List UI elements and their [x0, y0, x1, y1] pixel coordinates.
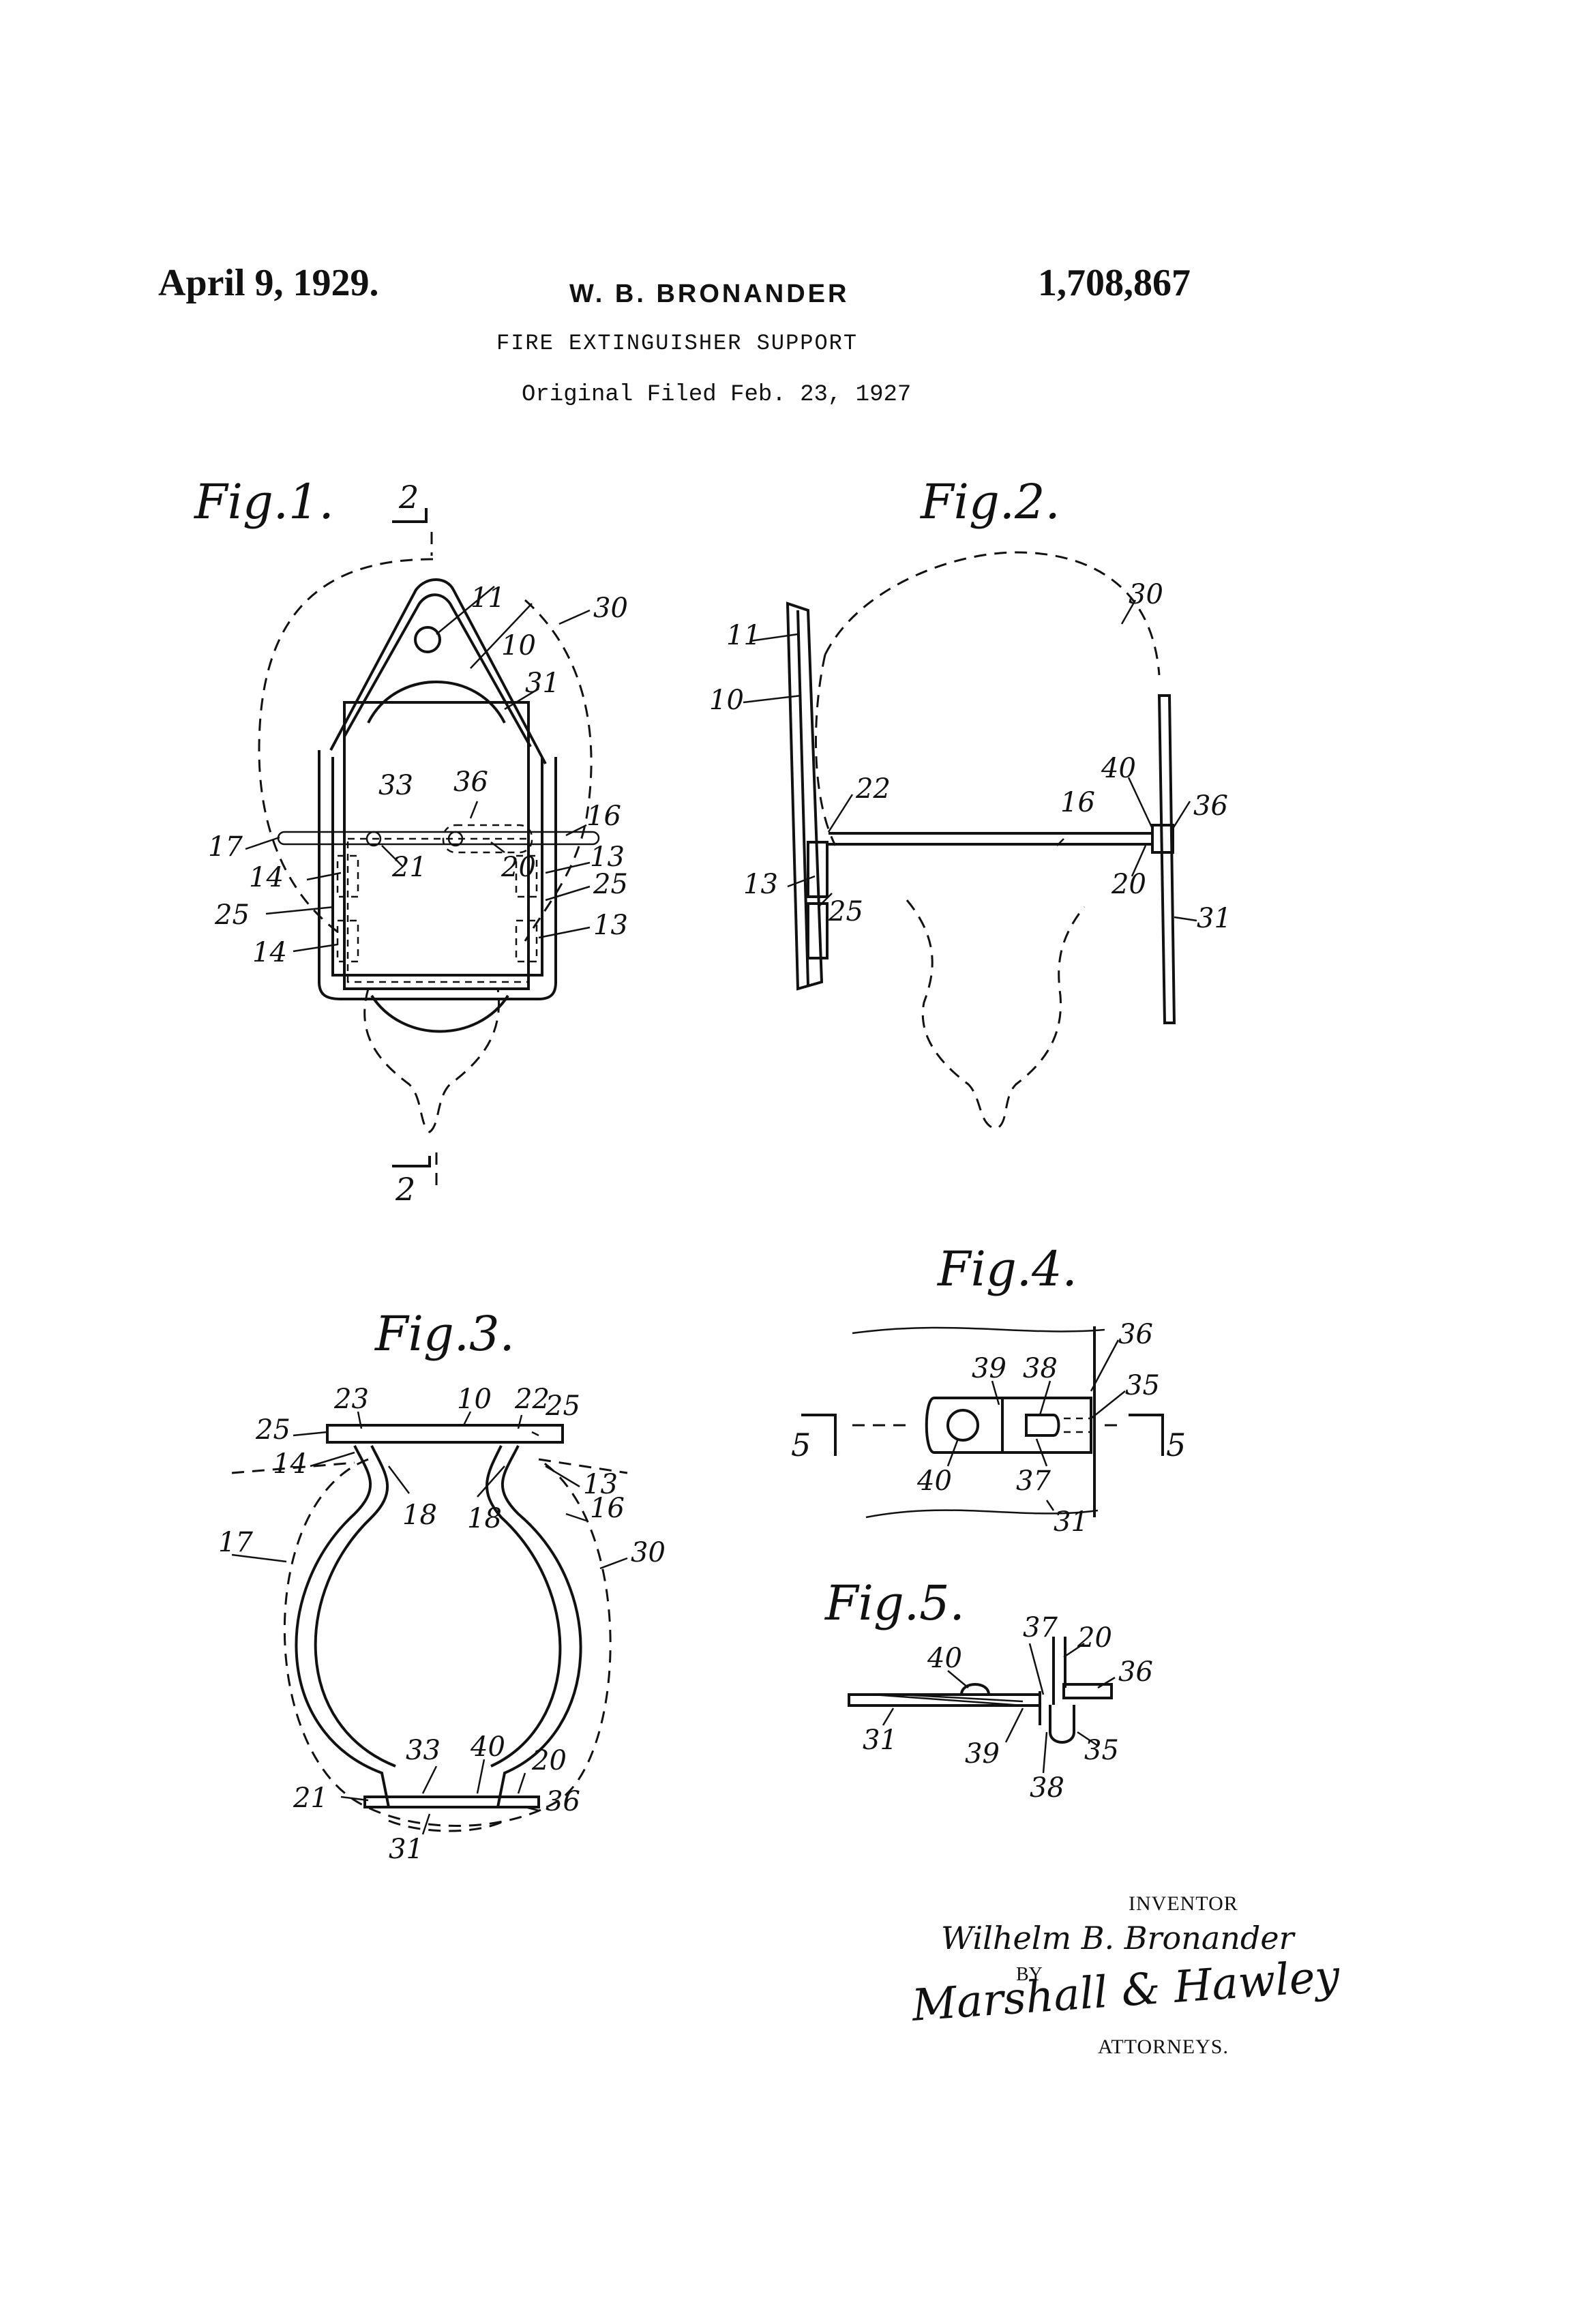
- svg-text:35: 35: [1125, 1370, 1160, 1401]
- svg-text:20: 20: [531, 1745, 567, 1776]
- svg-text:17: 17: [208, 831, 243, 863]
- patent-date: April 9, 1929.: [158, 262, 379, 304]
- svg-text:31: 31: [1197, 903, 1232, 934]
- section-mark-bottom: [392, 1156, 431, 1167]
- svg-text:36: 36: [453, 766, 488, 798]
- svg-text:40: 40: [470, 1731, 505, 1763]
- figure-3-title: Fig.3.: [374, 1306, 515, 1362]
- svg-text:31: 31: [525, 668, 560, 699]
- svg-text:31: 31: [389, 1834, 423, 1865]
- inventor-label: INVENTOR: [1129, 1892, 1238, 1915]
- svg-text:36: 36: [546, 1786, 580, 1817]
- figure-5-title: Fig.5.: [824, 1575, 965, 1631]
- svg-text:16: 16: [586, 801, 621, 832]
- figure-1: Fig.1. 2 2 11: [193, 474, 628, 1208]
- svg-text:31: 31: [863, 1725, 897, 1756]
- svg-text:38: 38: [1023, 1353, 1058, 1384]
- svg-text:18: 18: [467, 1503, 502, 1534]
- svg-text:14: 14: [252, 937, 287, 968]
- figure-3: Fig.3. 23 10 22 25 25 13 14 18 18 16 17 …: [218, 1306, 666, 1865]
- filing-date: Original Filed Feb. 23, 1927: [522, 382, 912, 408]
- svg-text:5: 5: [1166, 1427, 1186, 1463]
- svg-text:16: 16: [590, 1493, 625, 1524]
- svg-text:23: 23: [333, 1384, 369, 1415]
- figure-1-title: Fig.1.: [193, 474, 334, 530]
- svg-text:13: 13: [743, 869, 778, 900]
- inventor-header: W. B. BRONANDER: [569, 280, 850, 308]
- figure-5: Fig.5. 37 20 40 36 31 39 35 38: [824, 1575, 1153, 1804]
- svg-text:25: 25: [214, 899, 250, 931]
- svg-text:37: 37: [1023, 1612, 1058, 1643]
- svg-text:25: 25: [545, 1390, 580, 1422]
- inventor-signature: Wilhelm B. Bronander: [941, 1920, 1294, 1956]
- svg-text:25: 25: [828, 896, 863, 927]
- svg-text:18: 18: [402, 1500, 437, 1531]
- svg-text:10: 10: [709, 685, 744, 716]
- svg-text:14: 14: [273, 1448, 308, 1480]
- svg-text:21: 21: [293, 1783, 328, 1814]
- svg-text:40: 40: [1101, 753, 1136, 784]
- svg-text:40: 40: [916, 1465, 952, 1497]
- svg-text:13: 13: [583, 1469, 618, 1500]
- svg-text:31: 31: [1054, 1506, 1088, 1538]
- svg-text:30: 30: [631, 1537, 666, 1568]
- svg-text:11: 11: [471, 582, 505, 614]
- section-mark-top: [392, 508, 428, 523]
- svg-text:30: 30: [593, 593, 628, 624]
- svg-text:16: 16: [1060, 787, 1095, 818]
- svg-text:5: 5: [791, 1427, 811, 1463]
- figure-2-title: Fig.2.: [919, 474, 1060, 530]
- svg-text:39: 39: [972, 1353, 1006, 1384]
- svg-text:20: 20: [1111, 869, 1146, 900]
- attorneys-label: ATTORNEYS.: [1098, 2036, 1229, 2058]
- svg-text:38: 38: [1030, 1772, 1064, 1804]
- figure-4-title: Fig.4.: [936, 1241, 1077, 1297]
- patent-title: FIRE EXTINGUISHER SUPPORT: [496, 331, 859, 356]
- svg-text:36: 36: [1118, 1319, 1153, 1350]
- svg-text:22: 22: [514, 1384, 550, 1415]
- mounting-hole: [414, 626, 441, 653]
- svg-text:35: 35: [1084, 1735, 1119, 1766]
- svg-text:13: 13: [590, 841, 625, 873]
- svg-text:14: 14: [249, 862, 284, 893]
- svg-text:17: 17: [218, 1527, 253, 1558]
- svg-text:25: 25: [593, 869, 628, 900]
- svg-text:37: 37: [1016, 1465, 1051, 1497]
- svg-text:22: 22: [855, 773, 891, 805]
- figure-4: Fig.4. 5 5 36 39 38 35 40 37 31: [791, 1241, 1186, 1538]
- svg-text:33: 33: [378, 770, 413, 801]
- svg-text:40: 40: [927, 1643, 962, 1674]
- svg-text:10: 10: [501, 630, 536, 661]
- svg-text:11: 11: [726, 620, 761, 651]
- svg-text:30: 30: [1129, 579, 1163, 610]
- by-label: BY: [1016, 1964, 1043, 1985]
- svg-text:36: 36: [1193, 790, 1228, 822]
- figure-2: Fig.2. 11 10 30 22 16 40 36 13 25 20 31: [709, 474, 1232, 1130]
- svg-text:13: 13: [593, 910, 628, 941]
- svg-text:36: 36: [1118, 1656, 1153, 1688]
- section-label-top: 2: [398, 479, 419, 516]
- svg-text:33: 33: [406, 1735, 441, 1766]
- patent-number: 1,708,867: [1038, 262, 1191, 304]
- svg-text:25: 25: [255, 1414, 290, 1446]
- svg-text:20: 20: [501, 852, 536, 883]
- svg-text:39: 39: [965, 1738, 1000, 1770]
- svg-text:10: 10: [457, 1384, 492, 1415]
- svg-text:21: 21: [391, 852, 427, 883]
- section-label-bottom: 2: [395, 1171, 415, 1208]
- svg-text:20: 20: [1077, 1622, 1112, 1654]
